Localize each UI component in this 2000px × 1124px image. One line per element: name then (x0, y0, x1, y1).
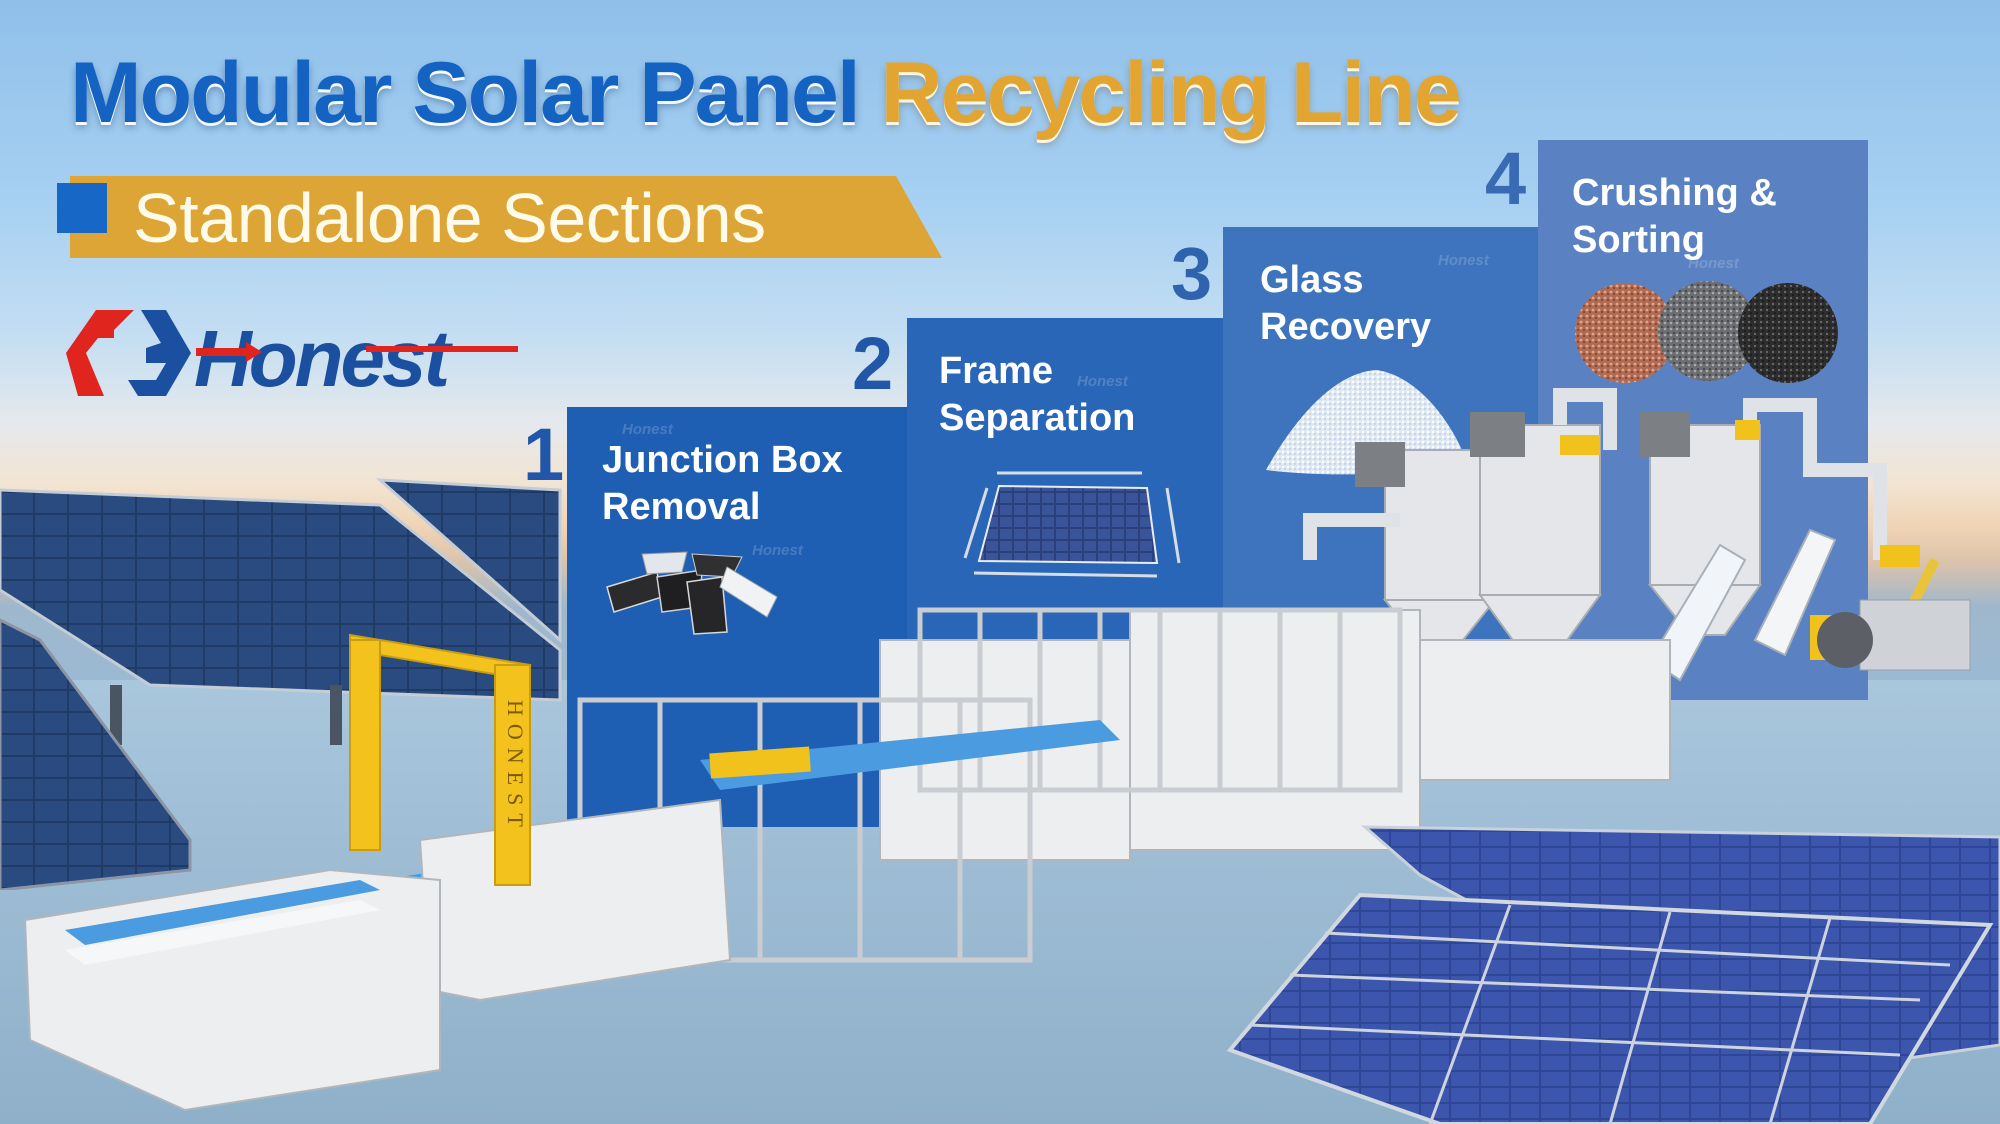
watermark-text: Honest (622, 421, 673, 438)
title-blue-part: Modular Solar Panel (70, 45, 861, 141)
step-1-label: Junction Box Removal (602, 437, 843, 531)
framed-solar-panel-icon (963, 471, 1181, 578)
junction-boxes-icon (606, 551, 778, 635)
gantry-text: HONEST (503, 700, 528, 835)
step-1-label-line1: Junction Box (602, 439, 843, 481)
sorted-granules-icon (1575, 281, 1838, 383)
step-1-label-line2: Removal (602, 486, 761, 528)
step-3-label: Glass Recovery (1260, 257, 1431, 351)
step-3-label-line1: Glass (1260, 259, 1364, 301)
banner-bullet-square (57, 183, 107, 233)
step-2-label-line2: Separation (939, 397, 1136, 439)
subtitle-text: Standalone Sections (133, 179, 766, 257)
step-3-label-line2: Recovery (1260, 306, 1432, 348)
glass-pile-icon (1266, 370, 1466, 475)
step-3-number: 3 (1171, 232, 1213, 315)
honest-logo: Honest (66, 310, 518, 398)
watermark-text: Honest (1688, 255, 1739, 272)
watermark-text: Honest (1438, 252, 1489, 269)
step-4-label: Crushing & Sorting (1572, 170, 1777, 264)
step-4-number: 4 (1485, 137, 1527, 220)
step-2-label-line1: Frame (939, 350, 1054, 392)
step-1-number: 1 (523, 413, 565, 496)
step-2-number: 2 (852, 322, 894, 405)
recycling-machinery: HONEST (23, 388, 1971, 1112)
honest-bracket-logo-icon (66, 310, 191, 396)
step-4-label-line1: Crushing & (1572, 172, 1777, 214)
step-4-label-line2: Sorting (1572, 219, 1705, 261)
foreground-solar-panel (1226, 825, 2000, 1124)
subtitle-banner (70, 176, 942, 258)
page-title: Modular Solar Panel Recycling Line (70, 50, 1462, 136)
watermark-text: Honest (752, 542, 803, 559)
step-2-label: Frame Separation (939, 348, 1135, 442)
watermark-text: Honest (1077, 373, 1128, 390)
title-gold-part: Recycling Line (880, 45, 1462, 141)
